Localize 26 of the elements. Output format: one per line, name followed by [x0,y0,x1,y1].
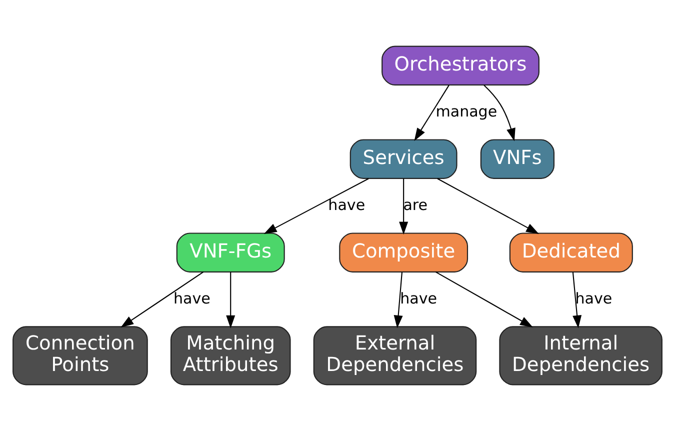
node-box: Dedicated [509,232,633,272]
node-box: Composite [339,232,468,272]
node-box: Services [350,138,458,178]
edge-label: manage [436,102,498,120]
node-box: External Dependencies [313,326,477,385]
arrow [484,84,516,141]
node-box: Internal Dependencies [499,326,662,385]
arrow [572,272,582,328]
arrow [414,84,450,140]
arrow [435,270,533,327]
edge-label: have [173,288,210,307]
node-box: VNF-FGs [176,232,285,272]
edge-label: have [328,195,366,214]
arrow [226,272,236,328]
arrow [120,270,204,327]
edge-label: are [403,195,428,214]
arrow [394,272,403,328]
edge-label: have [400,288,438,307]
node-box: Matching Attributes [170,326,291,385]
node-box: VNFs [480,138,554,178]
arrow [264,178,369,234]
node-box: Connection Points [12,326,148,385]
node-box: Orchestrators [382,45,540,85]
arrow [437,178,539,234]
arrow [399,178,408,234]
edge-label: have [575,288,612,307]
